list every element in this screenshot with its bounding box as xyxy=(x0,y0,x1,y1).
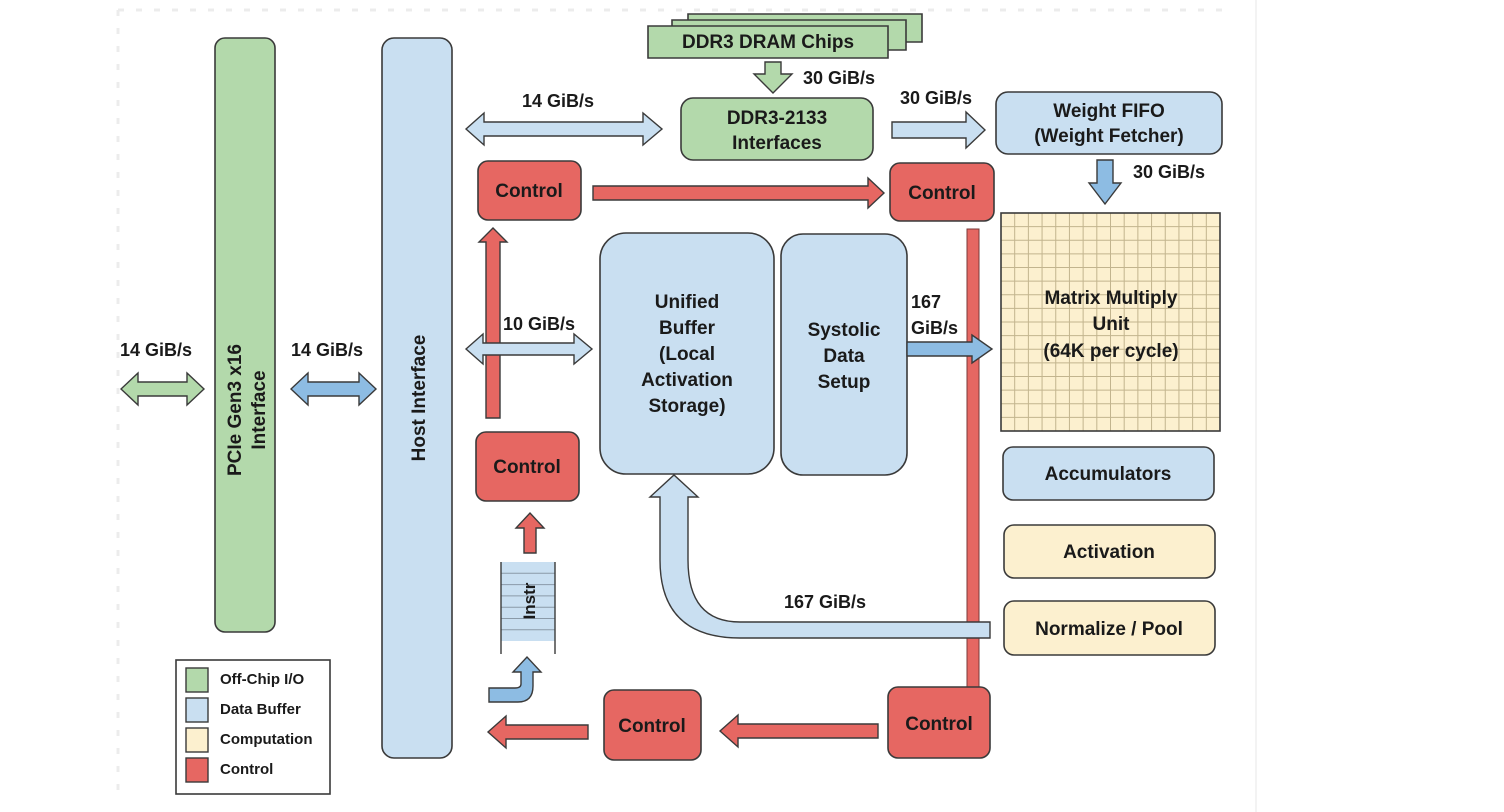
pcie-label-line1: PCIe Gen3 x16 xyxy=(225,344,246,476)
ddr3-label-line2: Interfaces xyxy=(732,133,822,154)
dram-chips-label: DDR3 DRAM Chips xyxy=(682,32,854,53)
accumulators-label: Accumulators xyxy=(1045,464,1172,485)
weight-fifo-line1: Weight FIFO xyxy=(1053,101,1165,122)
control-label: Control xyxy=(618,716,686,737)
legend-label: Data Buffer xyxy=(220,701,301,718)
double-arrow-icon xyxy=(289,371,378,407)
normalize-pool-block: Normalize / Pool xyxy=(1003,600,1216,656)
bw-pcie-host: 14 GiB/s xyxy=(291,340,363,360)
ub-line3: (Local xyxy=(659,344,715,365)
bw-dram-ddr3: 30 GiB/s xyxy=(803,68,875,88)
control-label: Control xyxy=(495,181,563,202)
host-ddr3-link: 14 GiB/s xyxy=(464,91,664,147)
bw-ddr3-fifo: 30 GiB/s xyxy=(900,88,972,108)
systolic-line3: Setup xyxy=(818,372,871,393)
activation-label: Activation xyxy=(1063,542,1155,563)
ub-line2: Buffer xyxy=(659,318,716,339)
ub-line1: Unified xyxy=(655,292,719,313)
accumulators-block: Accumulators xyxy=(1002,446,1215,501)
legend-swatch xyxy=(185,757,209,783)
legend-swatch xyxy=(185,697,209,723)
pcie-host-link: 14 GiB/s xyxy=(289,340,378,407)
down-arrow-icon xyxy=(1087,159,1123,206)
pcie-label-line2: Interface xyxy=(249,370,270,449)
legend: Off-Chip I/O Data BufferComputationContro… xyxy=(175,659,331,795)
ddr3-fifo-link: 30 GiB/s xyxy=(891,88,987,150)
host-ub-link: 10 GiB/s xyxy=(464,314,594,366)
bw-systolic-matrix-bottom: GiB/s xyxy=(911,318,958,338)
ddr3-interfaces-block: DDR3-2133 Interfaces xyxy=(680,97,874,161)
double-arrow-icon xyxy=(464,332,594,366)
weight-fifo-block: Weight FIFO (Weight Fetcher) xyxy=(995,91,1223,155)
ub-line4: Activation xyxy=(641,370,733,391)
systolic-matrix-link: 167 GiB/s xyxy=(906,292,994,365)
legend-label: Control xyxy=(220,761,273,778)
ddr3-label-line1: DDR3-2133 xyxy=(727,108,827,129)
instr-to-control-arrow xyxy=(514,511,546,554)
dram-chip-front xyxy=(647,25,889,59)
bw-systolic-matrix-top: 167 xyxy=(911,292,941,312)
matrix-line2: Unit xyxy=(1093,314,1131,335)
legend-items: Off-Chip I/O Data BufferComputationContro… xyxy=(185,667,312,783)
pcie-external-link: 14 GiB/s xyxy=(119,340,206,407)
matrix-line3: (64K per cycle) xyxy=(1043,341,1178,362)
activation-block: Activation xyxy=(1003,524,1216,579)
normalize-pool-label: Normalize / Pool xyxy=(1035,619,1183,640)
control-label: Control xyxy=(905,714,973,735)
bw-fifo-matrix: 30 GiB/s xyxy=(1133,162,1205,182)
host-interface-label: Host Interface xyxy=(409,335,430,462)
unified-buffer-block: Unified Buffer (Local Activation Storage… xyxy=(599,232,775,475)
control-top-left-block: Control xyxy=(477,160,582,221)
host-interface-block: Host Interface xyxy=(381,37,453,759)
pcie-interface-block: PCIe Gen3 x16 Interface xyxy=(214,37,276,633)
systolic-line1: Systolic xyxy=(808,320,881,341)
pool-to-ub-link: 167 GiB/s xyxy=(648,474,991,639)
control-top-right-arrow xyxy=(592,176,886,210)
systolic-data-setup-block: Systolic Data Setup xyxy=(780,233,908,476)
control-left-arrow xyxy=(718,713,879,749)
matrix-multiply-unit: Matrix Multiply Unit (64K per cycle) xyxy=(1000,212,1221,432)
fifo-matrix-link: 30 GiB/s xyxy=(1087,159,1205,206)
dram-to-ddr3-arrow: 30 GiB/s xyxy=(752,61,875,94)
legend-swatch xyxy=(185,727,209,753)
legend-label: Off-Chip I/O xyxy=(220,671,304,688)
dram-chips-stack: DDR3 DRAM Chips xyxy=(647,13,923,59)
bw-pool-ub: 167 GiB/s xyxy=(784,592,866,612)
control-bottom-right-block: Control xyxy=(887,686,991,759)
systolic-line2: Data xyxy=(823,346,865,367)
control-mid-left-block: Control xyxy=(475,431,580,502)
instr-slots xyxy=(501,572,555,631)
down-arrow-icon xyxy=(752,61,794,94)
instr-buffer: Instr xyxy=(500,562,556,654)
control-up-arrow xyxy=(477,227,509,419)
ub-line5: Storage) xyxy=(648,396,725,417)
instr-label: Instr xyxy=(520,582,539,619)
legend-label: Computation xyxy=(220,731,312,748)
right-arrow-icon xyxy=(891,110,987,150)
bw-host-ub: 10 GiB/s xyxy=(503,314,575,334)
legend-swatch xyxy=(185,667,209,693)
matrix-line1: Matrix Multiply xyxy=(1044,288,1177,309)
slide-frame xyxy=(116,0,1257,812)
control-left-arrow xyxy=(486,714,589,750)
host-to-instr-arrow xyxy=(488,655,543,703)
curved-up-arrow-icon xyxy=(648,474,991,639)
double-arrow-icon xyxy=(464,111,664,147)
control-bottom-mid-block: Control xyxy=(603,689,702,761)
bw-host-ddr3: 14 GiB/s xyxy=(522,91,594,111)
control-label: Control xyxy=(493,457,561,478)
control-label: Control xyxy=(908,183,976,204)
matrix-grid xyxy=(1001,213,1220,431)
right-arrow-icon xyxy=(906,333,994,365)
bw-pcie-external: 14 GiB/s xyxy=(120,340,192,360)
double-arrow-icon xyxy=(119,371,206,407)
control-top-right-block: Control xyxy=(889,162,995,222)
weight-fifo-line2: (Weight Fetcher) xyxy=(1034,126,1184,147)
